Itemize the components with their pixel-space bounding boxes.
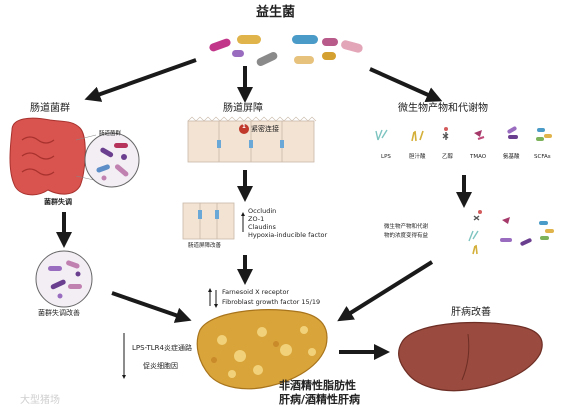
metabolite-icons-top: [375, 126, 552, 142]
label-level-change-1: 微生物产物和代谢: [384, 224, 429, 230]
label-tight-junction: 紧密连接: [251, 125, 279, 133]
healthy-liver-illustration: [398, 321, 543, 392]
branch-label-gut-barrier: 肠道屏障: [223, 103, 263, 114]
label-lps-tlr4: LPS-TLR4炎症通路: [132, 344, 192, 352]
label-improved-flora: 菌群失调改善: [38, 309, 80, 317]
label-dysbiosis: 菌群失调: [44, 198, 72, 206]
receptor-fxr: Farnesoid X receptor: [222, 288, 290, 296]
dysbiosis-zoom-circle: [75, 132, 140, 188]
improved-flora-circle: [35, 250, 93, 308]
label-disease-line-1: 非酒精性脂肪性: [279, 379, 356, 392]
metabolite-scfas: SCFAs: [534, 154, 551, 160]
zoom-label-gut-flora: 肠道菌群: [99, 131, 122, 137]
label-liver-improved: 肝病改善: [451, 307, 491, 318]
arrow-to-gut-flora: [84, 58, 197, 102]
arrow-to-metabolites: [369, 67, 443, 103]
watermark-text: 大型猪场: [20, 395, 60, 406]
receptor-fgf: Fibroblast growth factor 15/19: [222, 298, 321, 306]
branch-label-gut-flora: 肠道菌群: [30, 103, 70, 114]
metabolite-bile-acid: 胆汁酸: [409, 154, 426, 160]
arrow-metabolites-to-liver: [337, 260, 434, 322]
label-level-change-2: 物的浓度变得有益: [384, 233, 429, 239]
arrow-flora-to-liver: [111, 291, 192, 323]
protein-hif: Hypoxia-inducible factor: [248, 231, 328, 239]
probiotics-cluster: [209, 35, 363, 66]
fatty-liver-illustration: [196, 309, 328, 390]
label-barrier-improved: 肠道屏障改善: [188, 243, 222, 249]
metabolite-ethanol: 乙醇: [442, 154, 454, 160]
metabolite-tmao: TMAO: [470, 154, 487, 160]
intestine-illustration: [9, 117, 86, 196]
diagram-title: 益生菌: [256, 5, 296, 20]
label-cytokines: 促炎细胞因: [143, 362, 178, 370]
metabolite-lps: LPS: [381, 154, 391, 160]
branch-label-metabolites: 微生物产物和代谢物: [398, 103, 488, 114]
metabolite-amino-acids: 氨基酸: [503, 154, 520, 160]
protein-claudins: Claudins: [248, 223, 276, 231]
metabolite-icons-after: [468, 210, 554, 255]
protein-occludin: Occludin: [248, 207, 277, 215]
label-disease-line-2: 肝病/酒精性肝病: [279, 393, 361, 406]
epithelial-barrier-top: [187, 116, 317, 163]
tight-junction-number: 1: [242, 124, 246, 130]
epithelial-barrier-lower: [182, 202, 235, 240]
protein-zo1: ZO-1: [248, 215, 265, 223]
